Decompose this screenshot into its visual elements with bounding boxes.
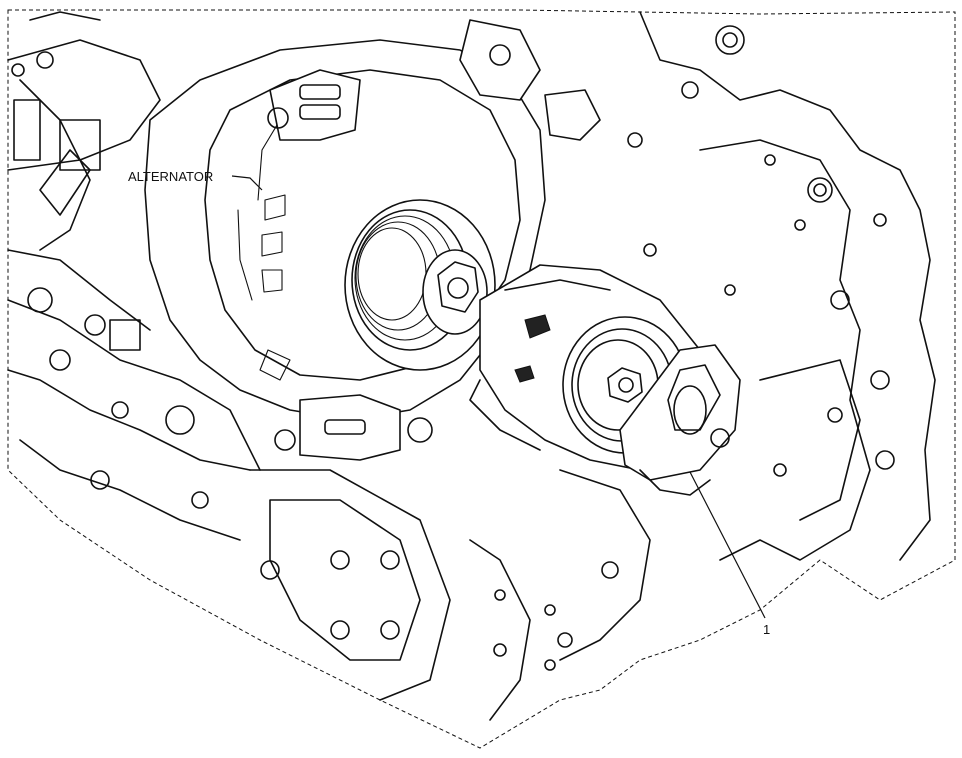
callout-alternator: ALTERNATOR: [128, 169, 263, 191]
item-1-label: 1: [763, 622, 770, 637]
alternator-label: ALTERNATOR: [128, 169, 213, 184]
left-hardware: [7, 11, 161, 351]
alternator: [144, 19, 601, 461]
engine-block: [7, 9, 956, 749]
callout-item-1: 1: [689, 471, 770, 637]
belt-tensioner: [469, 264, 741, 496]
